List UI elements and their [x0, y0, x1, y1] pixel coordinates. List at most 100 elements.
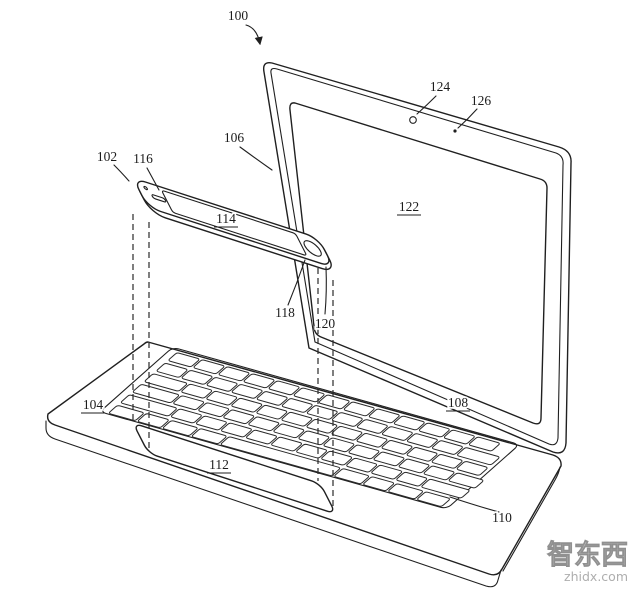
phone: [133, 178, 336, 273]
keyboard-key: [162, 420, 198, 436]
keyboard-key: [348, 445, 380, 460]
ref-label-104: 104: [83, 397, 104, 412]
keyboard-key: [334, 468, 370, 484]
keyboard-key: [293, 388, 325, 403]
keyboard-key: [321, 451, 353, 466]
ref-label-124: 124: [430, 79, 451, 94]
leader-106: [239, 146, 273, 171]
leader-102: [113, 164, 130, 182]
keyboard-key: [170, 409, 202, 424]
keyboard-key: [368, 409, 400, 424]
leader-126: [457, 108, 478, 129]
ref-label-116: 116: [133, 151, 153, 166]
keyboard-key: [245, 430, 277, 445]
keyboard-key: [156, 363, 188, 378]
keyboard-key: [406, 433, 438, 448]
camera-icon: [409, 116, 417, 124]
keyboard-well: [100, 347, 519, 509]
keyboard-key: [393, 416, 425, 431]
earpiece-speaker-icon: [151, 194, 166, 202]
keyboard-keys: [108, 353, 519, 510]
leader-lines: [113, 24, 500, 513]
keyboard-key: [256, 391, 288, 406]
keyboard-key: [418, 423, 450, 438]
keyboard-key: [468, 437, 500, 452]
keyboard-key: [220, 423, 252, 438]
keyboard-key: [381, 426, 413, 441]
keyboard-key: [431, 440, 463, 455]
phone-face: [133, 178, 333, 267]
keyboard-key: [108, 405, 144, 421]
ref-label-108: 108: [448, 395, 469, 410]
keyboard-key: [398, 459, 430, 474]
keyboard: [100, 347, 523, 510]
keyboard-key: [220, 437, 341, 476]
phone-screen: [161, 190, 306, 256]
base-front-edge: [45, 420, 502, 588]
ref-label-118: 118: [275, 305, 295, 320]
watermark-site: zhidx.com: [564, 569, 628, 584]
keyboard-key: [406, 447, 438, 462]
trackpad-recess: [133, 423, 336, 514]
front-camera-icon: [143, 186, 148, 190]
watermark: 智东西 zhidx.com: [547, 539, 629, 584]
keyboard-key: [218, 367, 250, 382]
trackpad-outline: [133, 423, 336, 514]
keyboard-key: [231, 398, 263, 413]
keyboard-key: [423, 466, 455, 481]
leader-124: [416, 95, 437, 115]
keyboard-key: [416, 492, 450, 507]
keyboard-key: [346, 458, 378, 473]
keyboard-key: [268, 381, 300, 396]
ref-label-126: 126: [471, 93, 492, 108]
keyboard-key: [198, 403, 230, 418]
keyboard-key: [243, 374, 275, 389]
keyboard-key: [270, 437, 302, 452]
keyboard-key: [331, 426, 363, 441]
ref-label-100: 100: [228, 8, 249, 23]
keyboard-key: [231, 384, 263, 399]
leader-100: [245, 24, 263, 46]
keyboard-key: [281, 398, 313, 413]
keyboard-key: [168, 353, 200, 368]
keyboard-key: [356, 433, 388, 448]
ref-label-120: 120: [315, 316, 336, 331]
keyboard-key: [356, 419, 388, 434]
base-right-edge: [502, 466, 561, 572]
ref-label-102: 102: [97, 149, 117, 164]
leader-110: [449, 496, 500, 513]
keyboard-key: [331, 412, 363, 427]
keyboard-key: [206, 377, 238, 392]
leader-118: [287, 259, 306, 306]
keyboard-key: [223, 410, 255, 425]
keyboard-key: [443, 430, 475, 445]
keyboard-key: [173, 396, 205, 411]
keyboard-key: [431, 454, 463, 469]
ref-label-106: 106: [224, 130, 245, 145]
ref-label-112: 112: [209, 457, 229, 472]
keyboard-key: [363, 477, 395, 492]
keyboard-key: [318, 395, 350, 410]
keyboard-key: [371, 465, 403, 480]
keyboard-key: [281, 412, 313, 427]
leader-116: [146, 167, 160, 191]
keyboard-key: [396, 472, 428, 487]
keyboard-key: [343, 402, 375, 417]
keyboard-key: [248, 417, 280, 432]
lid-inner-edge: [270, 67, 564, 446]
keyboard-key: [273, 424, 305, 439]
keyboard-key: [132, 384, 180, 403]
keyboard-key: [295, 444, 327, 459]
projection-lines: [132, 214, 334, 509]
keyboard-key: [181, 370, 213, 385]
display-panel: [289, 102, 548, 425]
keyboard-key: [206, 391, 238, 406]
keyboard-key: [421, 479, 471, 498]
keyboard-key: [373, 452, 405, 467]
keyboard-key: [388, 484, 424, 500]
laptop-lid: [262, 62, 572, 454]
keyboard-key: [191, 428, 227, 444]
ref-label-122: 122: [399, 199, 419, 214]
